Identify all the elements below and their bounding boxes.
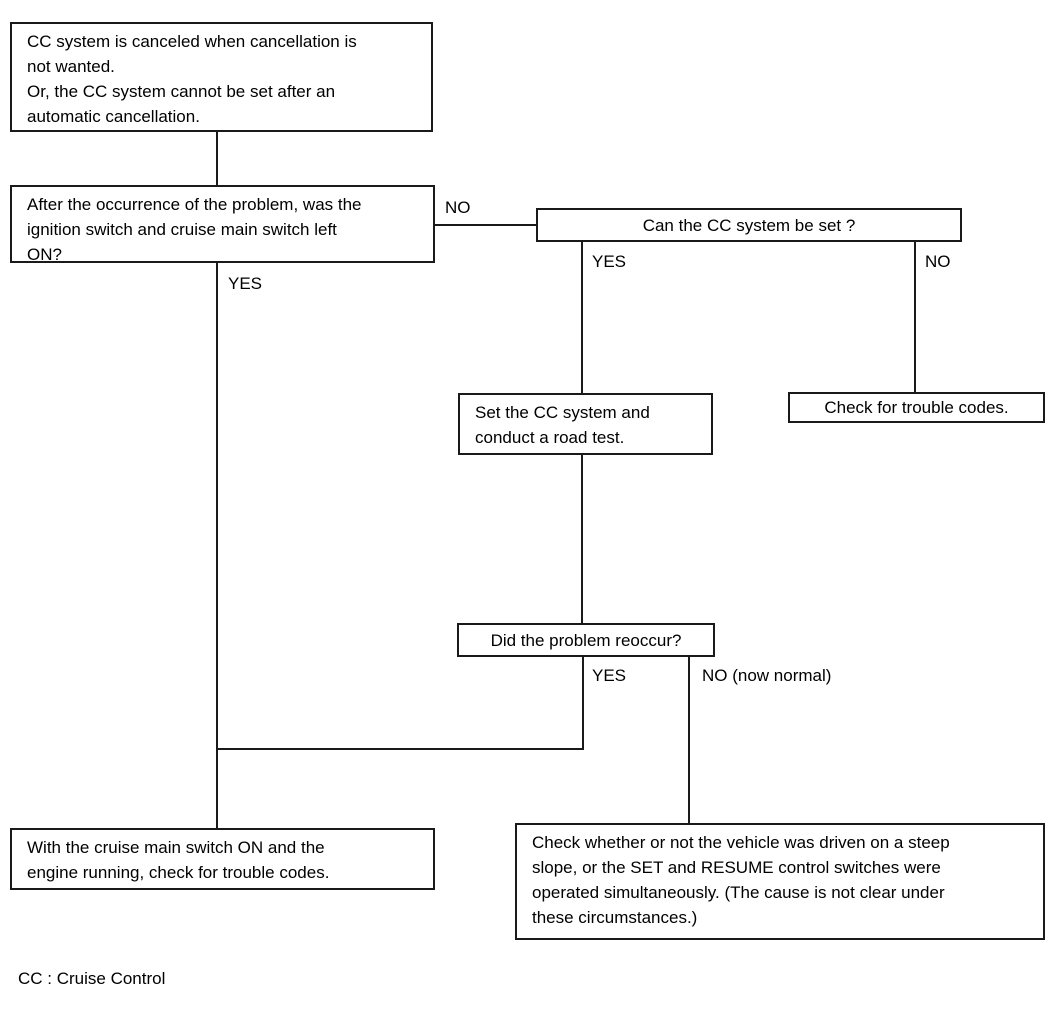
node-problem-statement-text: CC system is canceled when cancellation …: [27, 32, 357, 126]
node-problem-statement: CC system is canceled when cancellation …: [10, 22, 433, 132]
connector-problem-to-ignition: [216, 131, 218, 185]
edge-label-reoccur-yes: YES: [592, 666, 627, 685]
connector-ignition-no-horizontal: [435, 224, 536, 226]
node-question-ignition-switch: After the occurrence of the problem, was…: [10, 185, 435, 264]
node-action-check-codes-right: Check for trouble codes.: [788, 392, 1045, 423]
node-action-check-codes-right-text: Check for trouble codes.: [824, 398, 1009, 417]
node-question-ignition-switch-text: After the occurrence of the problem, was…: [27, 195, 362, 264]
node-action-check-codes-left-text: With the cruise main switch ON and the e…: [27, 838, 330, 882]
edge-label-can-set-yes: YES: [592, 252, 627, 271]
node-action-set-road-test: Set the CC system and conduct a road tes…: [458, 393, 713, 455]
connector-reoccur-yes-horizontal: [216, 748, 584, 750]
edge-label-ignition-no: NO: [445, 198, 471, 217]
connector-ignition-yes-vertical: [216, 263, 218, 828]
node-question-can-set-text: Can the CC system be set ?: [642, 215, 856, 235]
connector-roadtest-to-reoccur: [581, 454, 583, 623]
node-action-check-steep-slope: Check whether or not the vehicle was dri…: [515, 823, 1045, 940]
abbreviation-caption: CC : Cruise Control: [18, 969, 166, 988]
connector-reoccur-yes-vertical: [582, 657, 584, 750]
edge-label-ignition-yes: YES: [228, 274, 263, 293]
edge-label-can-set-no: NO: [925, 252, 951, 271]
edge-label-reoccur-no: NO (now normal): [702, 666, 832, 685]
node-action-check-steep-slope-text: Check whether or not the vehicle was dri…: [532, 833, 950, 927]
node-question-reoccur: Did the problem reoccur?: [457, 623, 715, 657]
connector-canset-no-vertical: [914, 241, 916, 392]
node-question-can-set: Can the CC system be set ?: [536, 208, 962, 242]
connector-canset-yes-vertical: [581, 241, 583, 393]
node-action-check-codes-left: With the cruise main switch ON and the e…: [10, 828, 435, 890]
connector-reoccur-no-vertical: [688, 657, 690, 823]
node-action-set-road-test-text: Set the CC system and conduct a road tes…: [475, 403, 650, 447]
node-question-reoccur-text: Did the problem reoccur?: [490, 630, 682, 650]
